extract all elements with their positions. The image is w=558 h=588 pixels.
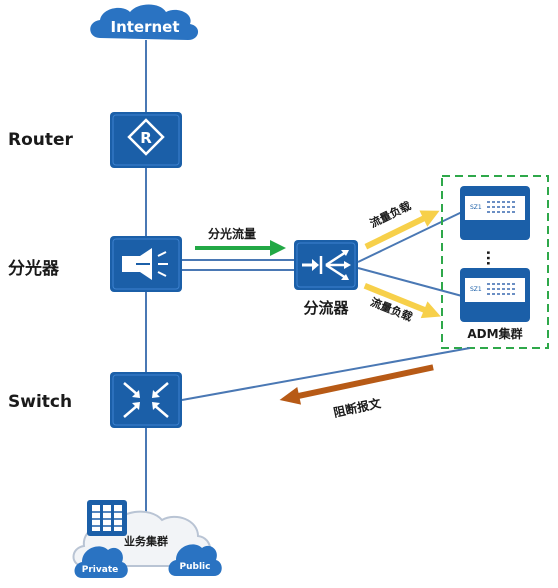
adm-ellipsis: ... — [483, 250, 499, 266]
adm-device-bottom: SZ1 — [460, 268, 530, 322]
block-link — [181, 347, 471, 401]
private-cloud: Private — [74, 546, 128, 578]
light-splitter-icon — [122, 248, 168, 280]
router-label: Router — [8, 130, 74, 150]
public-cloud: Public — [168, 544, 222, 576]
diverter-device — [294, 240, 358, 290]
switch-icon — [123, 382, 169, 418]
public-cloud-label: Public — [180, 562, 211, 572]
adm-device-tag-top: SZ1 — [470, 204, 482, 211]
switch-label: Switch — [8, 392, 72, 412]
adm-link-bottom — [357, 267, 463, 297]
split-traffic-label: 分光流量 — [208, 226, 256, 241]
internet-label: Internet — [110, 18, 179, 36]
adm-cluster-label: ADM集群 — [467, 326, 522, 341]
splitter-label: 分光器 — [8, 258, 60, 279]
business-cluster-label: 业务集群 — [124, 534, 168, 548]
diverter-icon — [302, 250, 351, 280]
adm-device-top: SZ1 — [460, 186, 530, 240]
router-device: R — [110, 112, 182, 168]
splitter-device — [110, 236, 182, 292]
load-balance-arrow-bottom — [363, 282, 441, 319]
server-rack-icon — [87, 500, 127, 536]
router-icon: R — [127, 118, 165, 156]
switch-device — [110, 372, 182, 428]
diverter-label: 分流器 — [303, 299, 349, 317]
block-packet-arrow — [279, 364, 434, 405]
load-balance-arrow-top — [364, 210, 440, 250]
block-packet-label: 阻断报文 — [332, 395, 383, 420]
adm-link-top — [357, 211, 463, 263]
split-traffic-arrowhead — [270, 240, 286, 256]
adm-cluster-box — [441, 175, 549, 349]
svg-text:R: R — [140, 129, 152, 147]
internet-cloud: Internet — [90, 4, 199, 40]
adm-device-tag-bottom: SZ1 — [470, 286, 482, 293]
private-cloud-label: Private — [82, 565, 118, 575]
